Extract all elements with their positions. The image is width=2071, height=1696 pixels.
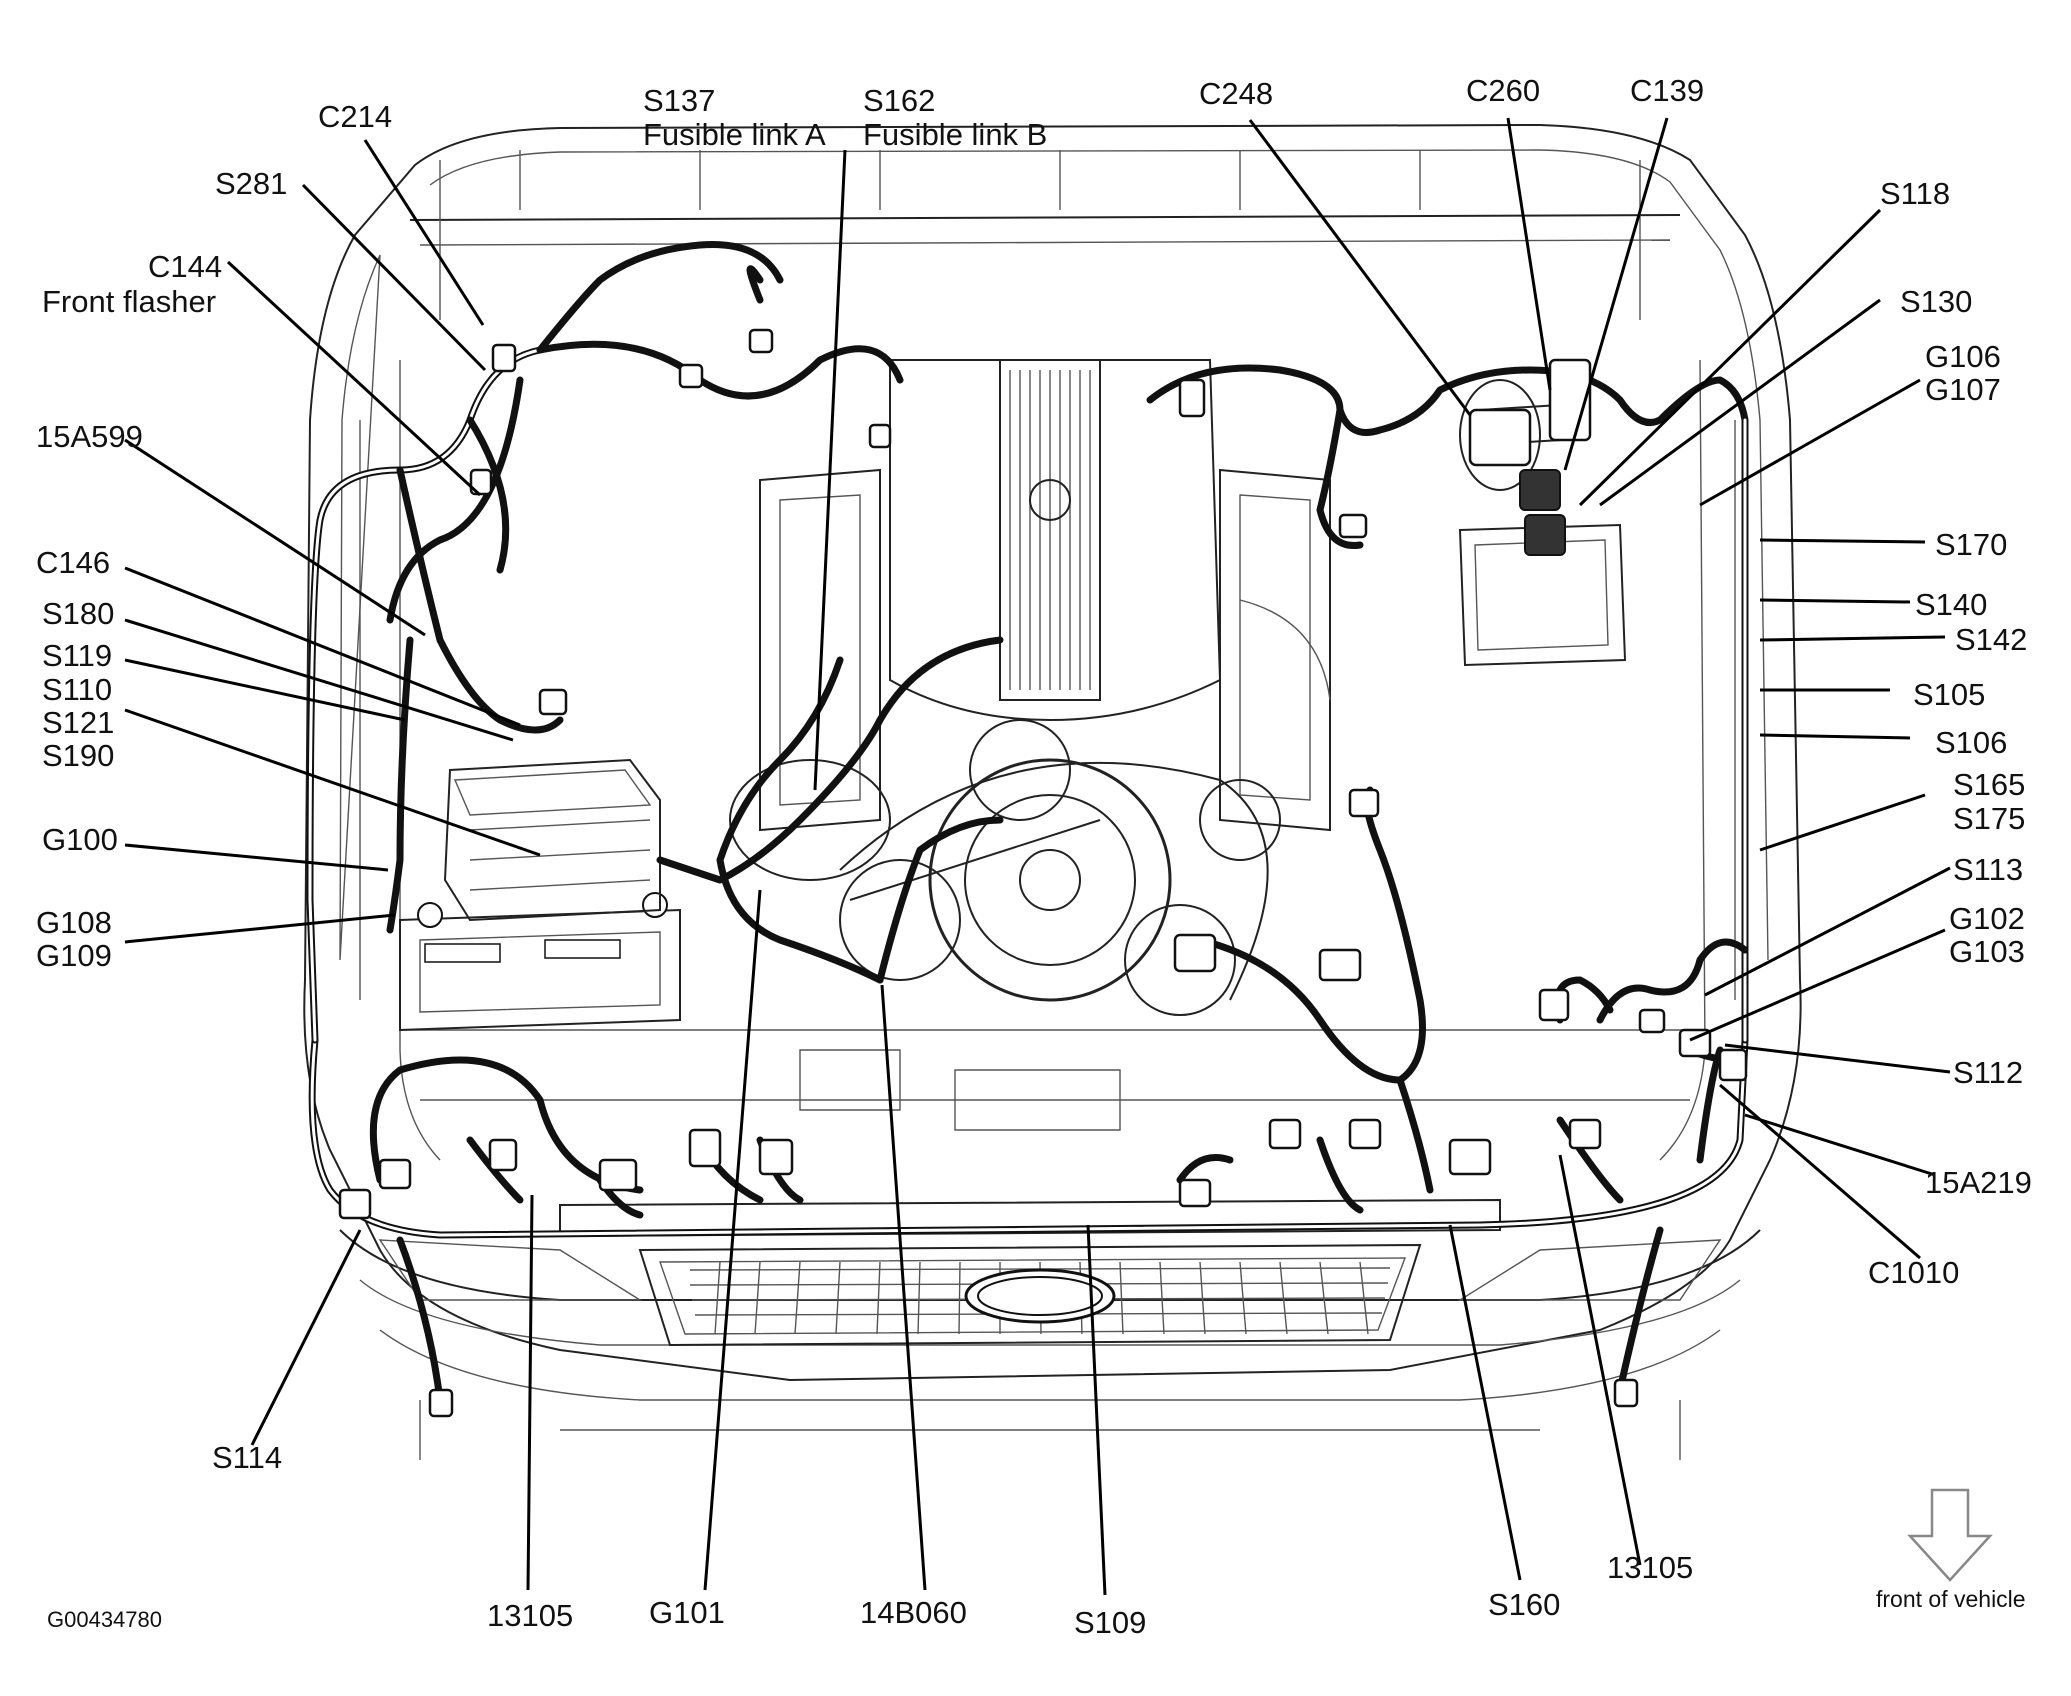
label-13105-right: 13105 — [1607, 1550, 1693, 1585]
label-g109: G109 — [36, 938, 112, 973]
label-s180: S180 — [42, 596, 114, 631]
label-s105: S105 — [1913, 677, 1985, 712]
vehicle-outline — [303, 123, 1802, 1460]
label-s162: S162 — [863, 83, 935, 118]
label-g103: G103 — [1949, 934, 2025, 969]
label-s119: S119 — [42, 638, 112, 673]
label-s110: S110 — [42, 672, 112, 707]
figure-id: G00434780 — [47, 1607, 162, 1632]
label-s109: S109 — [1074, 1605, 1146, 1640]
wiring-harness — [306, 240, 1749, 1404]
callout-labels: C214 S281 C144 Front flasher 15A599 C146… — [36, 73, 2032, 1640]
label-s190: S190 — [42, 738, 114, 773]
label-g102: G102 — [1949, 901, 2025, 936]
label-s165: S165 — [1953, 767, 2025, 802]
label-14b060: 14B060 — [860, 1595, 967, 1630]
label-g106: G106 — [1925, 339, 2001, 374]
front-of-vehicle-arrow-icon — [1907, 1488, 1993, 1582]
label-g100: G100 — [42, 822, 118, 857]
label-s162-description: Fusible link B — [863, 117, 1047, 152]
label-s121: S121 — [42, 705, 114, 740]
label-g101: G101 — [649, 1595, 725, 1630]
engine-block — [729, 359, 1331, 1016]
label-s113: S113 — [1953, 852, 2023, 887]
label-s170: S170 — [1935, 527, 2007, 562]
leader-lines — [124, 117, 1951, 1596]
label-c144-description: Front flasher — [42, 284, 216, 319]
label-c146: C146 — [36, 545, 110, 580]
label-c139: C139 — [1630, 73, 1704, 108]
label-15a599: 15A599 — [36, 419, 143, 454]
front-of-vehicle-label: front of vehicle — [1876, 1586, 2026, 1612]
label-s281: S281 — [215, 166, 287, 201]
label-15a219: 15A219 — [1925, 1165, 2032, 1200]
label-s112: S112 — [1953, 1055, 2023, 1090]
label-s130: S130 — [1900, 284, 1972, 319]
label-g108: G108 — [36, 905, 112, 940]
label-c214: C214 — [318, 99, 392, 134]
label-c144: C144 — [148, 249, 222, 284]
label-s106: S106 — [1935, 725, 2007, 760]
label-c248: C248 — [1199, 76, 1273, 111]
label-s142: S142 — [1955, 622, 2027, 657]
label-s114: S114 — [212, 1440, 282, 1475]
label-s140: S140 — [1915, 587, 1987, 622]
label-c1010: C1010 — [1868, 1255, 1959, 1290]
battery — [399, 892, 681, 1032]
power-distribution-box — [443, 758, 661, 922]
label-g107: G107 — [1925, 372, 2001, 407]
label-s118: S118 — [1880, 176, 1950, 211]
label-s175: S175 — [1953, 801, 2025, 836]
label-13105-left: 13105 — [487, 1598, 573, 1633]
label-s160: S160 — [1488, 1587, 1560, 1622]
label-c260: C260 — [1466, 73, 1540, 108]
label-s137: S137 — [643, 83, 715, 118]
label-s137-description: Fusible link A — [643, 117, 826, 152]
